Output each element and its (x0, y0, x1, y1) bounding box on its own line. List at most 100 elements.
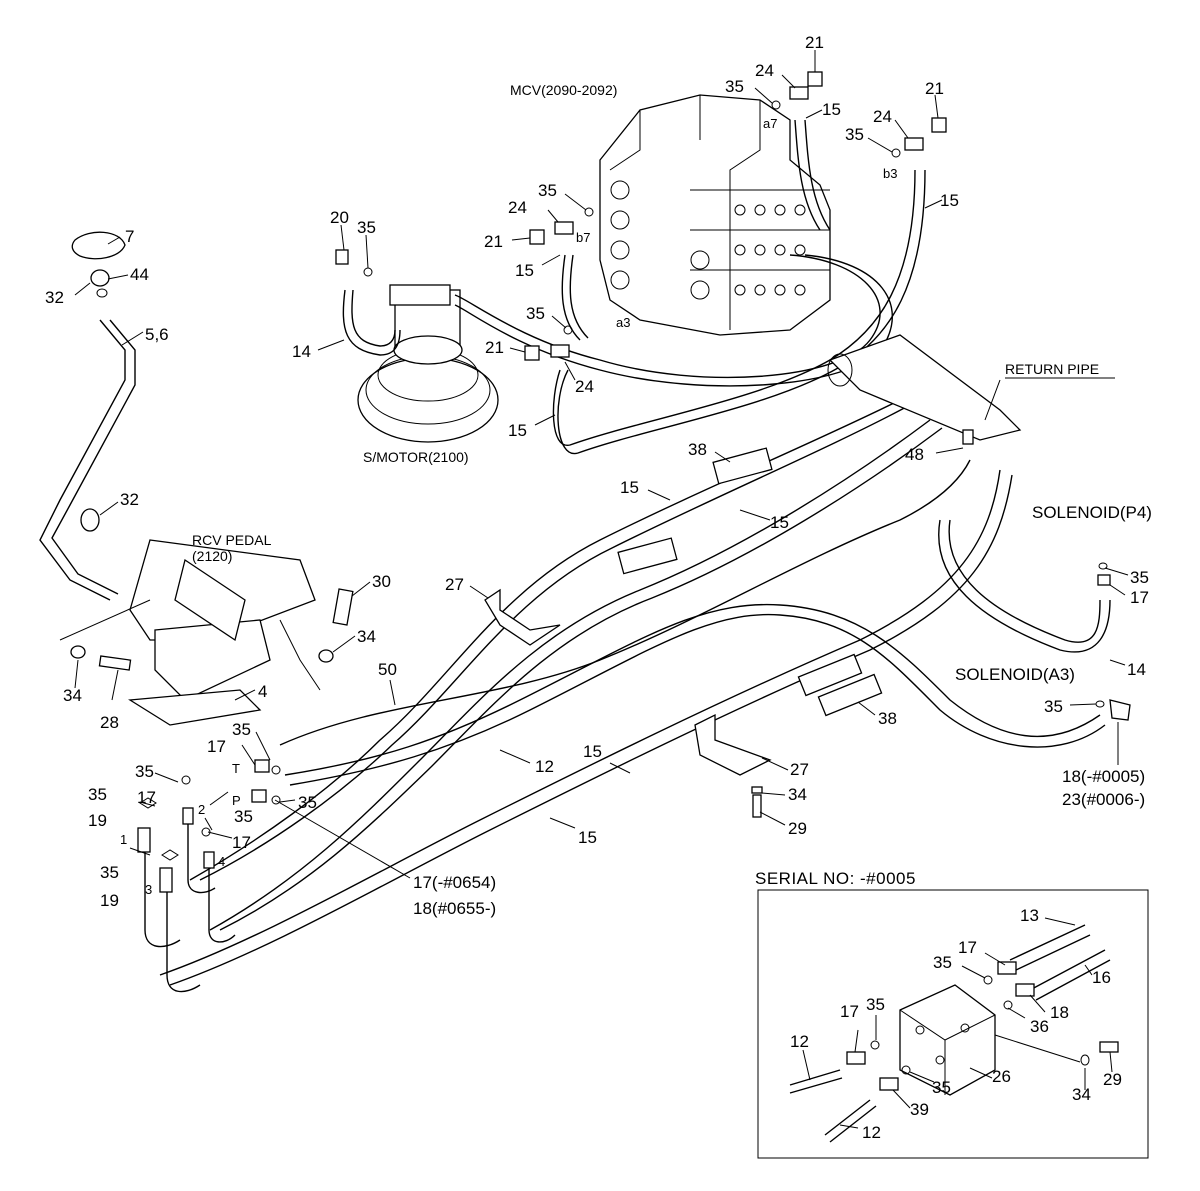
callout: 50 (378, 660, 397, 679)
callout: 18(-#0005) (1062, 767, 1145, 786)
port-b7: b7 (576, 230, 590, 245)
callout: 5,6 (145, 325, 169, 344)
callout: 15 (583, 742, 602, 761)
inset-callout: 35 (866, 995, 885, 1014)
callout: 15 (940, 191, 959, 210)
port-4: 4 (218, 854, 225, 869)
callout: 35 (135, 762, 154, 781)
inset-callout: 35 (932, 1078, 951, 1097)
mcv-valve-block (599, 94, 831, 336)
callout: 35 (88, 785, 107, 804)
callout: 35 (357, 218, 376, 237)
callout: 35 (298, 793, 317, 812)
callout: 15 (822, 100, 841, 119)
callout: 27 (790, 760, 809, 779)
inset-callout: 12 (862, 1123, 881, 1142)
port-T: T (232, 761, 240, 776)
inset-title: SERIAL NO: -#0005 (755, 869, 916, 888)
serial-inset: SERIAL NO: -#0005 (755, 869, 1149, 1159)
callout: 18(#0655-) (413, 899, 496, 918)
callout: 38 (688, 440, 707, 459)
callout: 4 (258, 682, 267, 701)
port-1: 1 (120, 832, 127, 847)
callout: 35 (100, 863, 119, 882)
callout: 19 (100, 891, 119, 910)
inset-callout: 16 (1092, 968, 1111, 987)
port-a7: a7 (763, 116, 777, 131)
inset-callout: 12 (790, 1032, 809, 1051)
inset-callout: 29 (1103, 1070, 1122, 1089)
callout: 30 (372, 572, 391, 591)
callout: 24 (508, 198, 527, 217)
callout-numbers: 21 24 35 15 21 24 35 15 35 24 21 15 20 3… (45, 33, 1149, 918)
callout: 44 (130, 265, 149, 284)
callout: 38 (878, 709, 897, 728)
brackets (484, 588, 772, 776)
callout: 21 (805, 33, 824, 52)
callout: 24 (873, 107, 892, 126)
hose-bundle (159, 119, 1111, 986)
callout: 32 (120, 490, 139, 509)
callout: 35 (1044, 697, 1063, 716)
callout: 17 (207, 737, 226, 756)
solenoid-p4-label: SOLENOID(P4) (1032, 503, 1152, 522)
rcv-pedal-code: (2120) (192, 548, 232, 564)
mcv-label: MCV(2090-2092) (510, 82, 617, 98)
callout: 48 (905, 445, 924, 464)
callout: 35 (845, 125, 864, 144)
port-b3: b3 (883, 166, 897, 181)
callout: 15 (620, 478, 639, 497)
callout: 17(-#0654) (413, 873, 496, 892)
callout: 14 (292, 342, 311, 361)
small-parts (139, 71, 1131, 861)
callout: 24 (575, 377, 594, 396)
callout: 35 (526, 304, 545, 323)
inset-callout: 39 (910, 1100, 929, 1119)
port-labels: a7 b3 b7 a3 T P 1 2 3 4 (120, 116, 897, 897)
callout: 17 (137, 788, 156, 807)
callout: 24 (755, 61, 774, 80)
callout: 15 (578, 828, 597, 847)
leader-lines (74, 50, 1129, 879)
port-P: P (232, 793, 241, 808)
hose-protectors (617, 334, 1022, 717)
callout: 15 (515, 261, 534, 280)
callout: 17 (1130, 588, 1149, 607)
inset-callout: 17 (840, 1002, 859, 1021)
callout: 35 (1130, 568, 1149, 587)
smotor-label: S/MOTOR(2100) (363, 449, 469, 465)
fittings-cluster (137, 759, 270, 993)
port-a3: a3 (616, 315, 630, 330)
callout: 34 (63, 686, 82, 705)
callout: 20 (330, 208, 349, 227)
callout: 34 (357, 627, 376, 646)
callout: 21 (484, 232, 503, 251)
return-pipe-label: RETURN PIPE (1005, 361, 1099, 377)
callout: 34 (788, 785, 807, 804)
callout: 21 (925, 79, 944, 98)
inset-callout: 36 (1030, 1017, 1049, 1036)
callout: 35 (725, 77, 744, 96)
inset-callout: 26 (992, 1067, 1011, 1086)
rcv-pedal-label: RCV PEDAL (192, 532, 272, 548)
solenoid-a3-label: SOLENOID(A3) (955, 665, 1075, 684)
rcv-pedal-assembly (39, 231, 354, 726)
diagram-headers: MCV(2090-2092) S/MOTOR(2100) RCV PEDAL (… (192, 82, 1152, 684)
port-2: 2 (198, 802, 205, 817)
callout: 35 (234, 807, 253, 826)
callout: 21 (485, 338, 504, 357)
callout: 15 (508, 421, 527, 440)
callout: 27 (445, 575, 464, 594)
callout: 19 (88, 811, 107, 830)
callout: 17 (232, 833, 251, 852)
callout: 15 (770, 513, 789, 532)
swing-motor (357, 284, 499, 443)
inset-callout: 34 (1072, 1085, 1091, 1104)
callout: 35 (232, 720, 251, 739)
callout: 14 (1127, 660, 1146, 679)
callout: 35 (538, 181, 557, 200)
inset-callout: 18 (1050, 1003, 1069, 1022)
callout: 32 (45, 288, 64, 307)
callout: 7 (125, 227, 134, 246)
port-3: 3 (145, 882, 152, 897)
